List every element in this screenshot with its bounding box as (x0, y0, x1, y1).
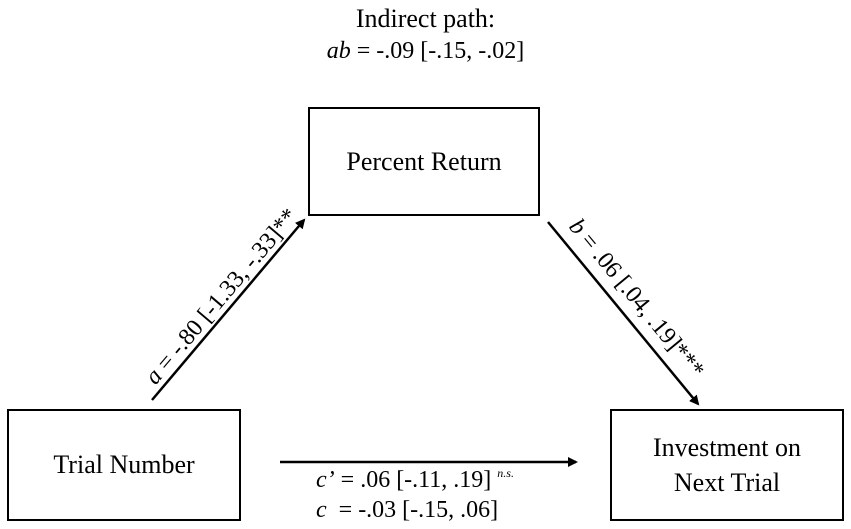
node-percent-return: Percent Return (308, 107, 540, 216)
indirect-path-value: ab = -.09 [-.15, -.02] (0, 38, 851, 65)
path-c-prime-label: c’ = .06 [-.11, .19] n.s. (316, 466, 514, 494)
c-prime-significance: n.s. (497, 466, 514, 480)
indirect-path-title: Indirect path: (355, 4, 496, 33)
c-prime-symbol: c’ (316, 467, 335, 493)
c-prime-value: = .06 [-.11, .19] (334, 467, 498, 493)
path-c-label: c = -.03 [-.15, .06] (316, 497, 498, 524)
ab-symbol: ab (326, 38, 351, 64)
node-trial-number-label: Trial Number (53, 450, 195, 480)
c-value: = -.03 [-.15, .06] (326, 497, 499, 523)
arrow-b-path (547, 221, 700, 406)
node-trial-number: Trial Number (7, 409, 241, 521)
node-investment-label-line1: Investment on (652, 432, 802, 462)
node-percent-return-label: Percent Return (346, 146, 502, 176)
node-investment-next-trial: Investment on Next Trial (610, 409, 844, 521)
node-investment-label-line2: Next Trial (673, 468, 781, 497)
ab-value: = -.09 [-.15, -.02] (350, 38, 525, 64)
arrow-a-path (151, 218, 306, 401)
c-symbol: c (316, 497, 327, 523)
